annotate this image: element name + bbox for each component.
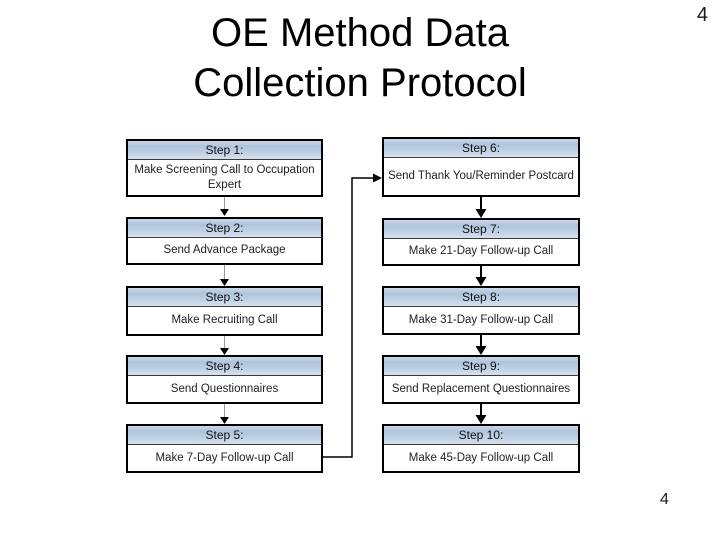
step-4-body: Send Questionnaires — [170, 382, 279, 395]
step-3-header: Step 3: — [128, 288, 321, 307]
step-1-header: Step 1: — [128, 141, 321, 160]
step-10-header: Step 10: — [384, 426, 578, 445]
flow-step-4: Step 4: Send Questionnaires — [126, 355, 323, 404]
flow-step-7: Step 7: Make 21-Day Follow-up Call — [382, 218, 580, 266]
slide-title: OE Method Data Collection Protocol — [0, 8, 720, 108]
step-1-body: Make Screening Call to Occupation Expert — [134, 164, 315, 191]
step-5-body: Make 7-Day Follow-up Call — [155, 451, 294, 464]
step-6-header: Step 6: — [384, 139, 578, 158]
step5-to-step6-connector — [323, 173, 382, 458]
step-7-body: Make 21-Day Follow-up Call — [408, 245, 554, 258]
step-8-header: Step 8: — [384, 288, 578, 307]
step-9-body: Send Replacement Questionnaires — [391, 382, 571, 395]
page-number-bottom: 4 — [660, 491, 669, 508]
step-3-body: Make Recruiting Call — [171, 314, 278, 327]
step-7-header: Step 7: — [384, 220, 578, 239]
step-4-header: Step 4: — [128, 357, 321, 376]
flow-step-3: Step 3: Make Recruiting Call — [126, 286, 323, 336]
flow-step-5: Step 5: Make 7-Day Follow-up Call — [126, 424, 323, 473]
flow-step-2: Step 2: Send Advance Package — [126, 217, 323, 265]
flow-step-8: Step 8: Make 31-Day Follow-up Call — [382, 286, 580, 335]
slide-title-line-1: OE Method Data — [211, 11, 509, 55]
step-9-header: Step 9: — [384, 357, 578, 376]
flow-step-10: Step 10: Make 45-Day Follow-up Call — [382, 424, 580, 473]
step-5-header: Step 5: — [128, 426, 321, 445]
step-2-body: Send Advance Package — [163, 244, 286, 257]
step-6-body: Send Thank You/Reminder Postcard — [388, 170, 574, 183]
arrow-right-icon — [373, 173, 382, 183]
step-2-header: Step 2: — [128, 219, 321, 238]
flow-step-1: Step 1: Make Screening Call to Occupatio… — [126, 139, 323, 197]
slide-title-line-2: Collection Protocol — [193, 61, 527, 105]
page-number-top: 4 — [696, 4, 708, 26]
step-10-body: Make 45-Day Follow-up Call — [408, 451, 554, 464]
flow-step-6: Step 6: Send Thank You/Reminder Postcard — [382, 137, 580, 197]
flow-step-9: Step 9: Send Replacement Questionnaires — [382, 355, 580, 404]
step-8-body: Make 31-Day Follow-up Call — [408, 313, 554, 326]
